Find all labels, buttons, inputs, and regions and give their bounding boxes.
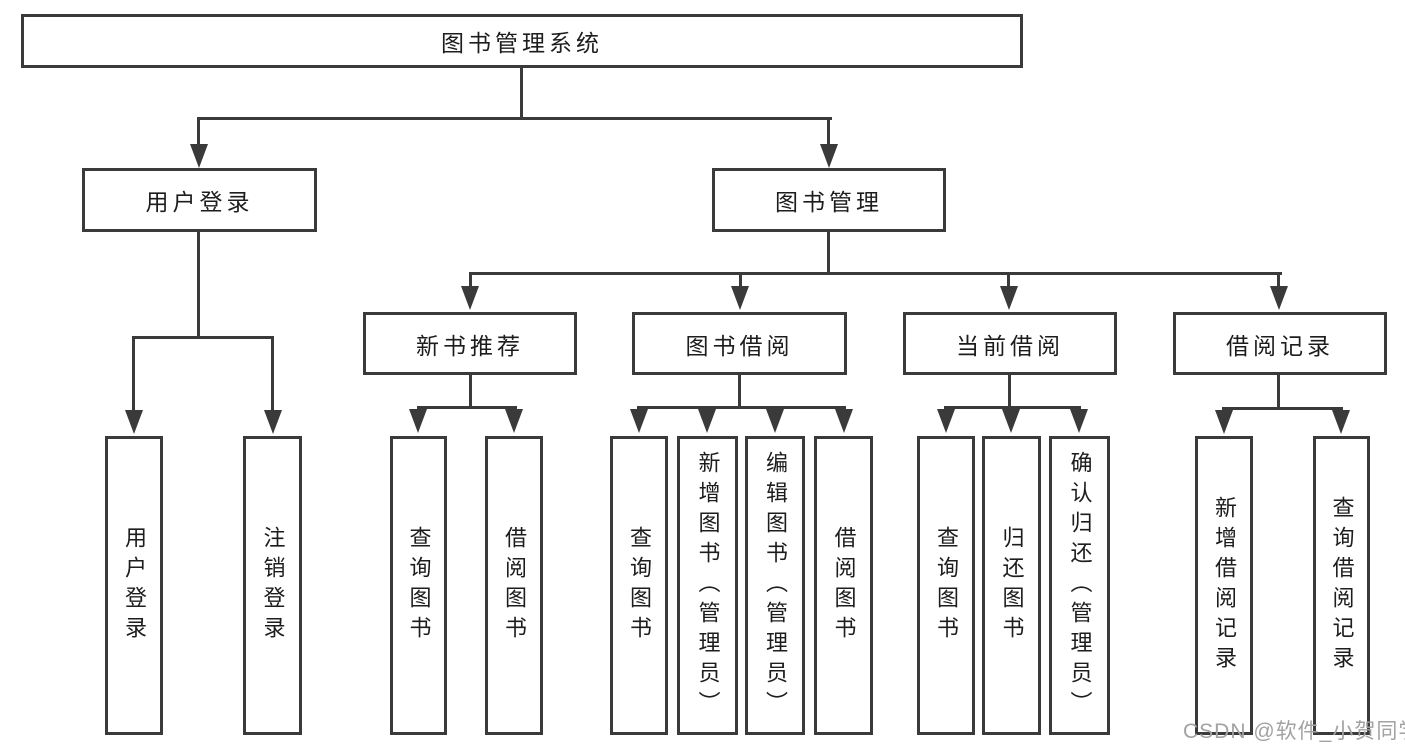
connector-drop bbox=[132, 336, 135, 412]
connector-level3-rail bbox=[469, 272, 1282, 275]
leaf-br-query-record-label: 查询借阅记录 bbox=[1329, 495, 1355, 676]
connector-drop bbox=[469, 272, 472, 288]
leaf-br-add-record-label: 新增借阅记录 bbox=[1212, 495, 1237, 676]
leaf-bb-edit-book: 编辑图书（管理员） bbox=[745, 436, 805, 735]
arrowhead-icon bbox=[1215, 410, 1233, 434]
connector-stem bbox=[1008, 375, 1011, 406]
connector-drop-book-mgmt bbox=[827, 117, 830, 147]
connector-rail bbox=[417, 406, 517, 409]
leaf-bb-query-book: 查询图书 bbox=[610, 436, 668, 735]
leaf-bb-borrow-book-label: 借阅图书 bbox=[831, 525, 857, 646]
arrowhead-icon bbox=[766, 409, 784, 433]
connector-root-stem bbox=[520, 68, 523, 117]
node-borrow-records: 借阅记录 bbox=[1173, 312, 1387, 375]
connector-drop bbox=[739, 272, 742, 288]
arrowhead-icon bbox=[835, 409, 853, 433]
arrowhead-icon bbox=[731, 286, 749, 310]
arrowhead-icon bbox=[461, 286, 479, 310]
leaf-cb-query-book-label: 查询图书 bbox=[934, 525, 959, 646]
leaf-cb-return-book-label: 归还图书 bbox=[999, 525, 1025, 646]
arrowhead-icon bbox=[1070, 409, 1088, 433]
connector-level2-rail bbox=[197, 117, 832, 120]
connector-book-mgmt-stem bbox=[827, 232, 830, 272]
leaf-nbr-query-book-label: 查询图书 bbox=[406, 525, 432, 646]
node-user-login-label: 用户登录 bbox=[145, 189, 254, 215]
leaf-bb-add-book: 新增图书（管理员） bbox=[677, 436, 738, 735]
leaf-user-login: 用户登录 bbox=[105, 436, 163, 735]
arrowhead-icon bbox=[1332, 410, 1350, 434]
node-root: 图书管理系统 bbox=[21, 14, 1023, 68]
connector-drop bbox=[1277, 272, 1280, 288]
leaf-nbr-borrow-book: 借阅图书 bbox=[485, 436, 543, 735]
leaf-cb-confirm-return-label: 确认归还（管理员） bbox=[1067, 450, 1093, 721]
leaf-user-login-label: 用户登录 bbox=[122, 525, 147, 646]
connector-user-login-stem bbox=[197, 232, 200, 336]
leaf-br-add-record: 新增借阅记录 bbox=[1195, 436, 1253, 735]
leaf-br-query-record: 查询借阅记录 bbox=[1313, 436, 1370, 735]
arrowhead-icon bbox=[409, 409, 427, 433]
leaf-bb-edit-book-label: 编辑图书（管理员） bbox=[763, 450, 788, 721]
node-root-label: 图书管理系统 bbox=[441, 30, 603, 56]
leaf-cb-return-book: 归还图书 bbox=[982, 436, 1041, 735]
leaf-logout-label: 注销登录 bbox=[260, 525, 286, 646]
arrowhead-icon bbox=[820, 144, 838, 168]
node-book-mgmt: 图书管理 bbox=[712, 168, 946, 232]
node-borrow-records-label: 借阅记录 bbox=[1226, 332, 1334, 359]
connector-user-login-rail bbox=[132, 336, 274, 339]
leaf-nbr-query-book: 查询图书 bbox=[390, 436, 447, 735]
arrowhead-icon bbox=[1002, 409, 1020, 433]
arrowhead-icon bbox=[1000, 286, 1018, 310]
leaf-cb-query-book: 查询图书 bbox=[917, 436, 975, 735]
leaf-bb-add-book-label: 新增图书（管理员） bbox=[695, 450, 721, 721]
arrowhead-icon bbox=[125, 410, 143, 434]
node-current-borrow: 当前借阅 bbox=[903, 312, 1117, 375]
arrowhead-icon bbox=[190, 144, 208, 168]
node-book-borrow-label: 图书借阅 bbox=[685, 332, 794, 359]
node-book-mgmt-label: 图书管理 bbox=[775, 189, 883, 215]
leaf-nbr-borrow-book-label: 借阅图书 bbox=[502, 525, 527, 646]
connector-stem bbox=[738, 375, 741, 406]
arrowhead-icon bbox=[698, 409, 716, 433]
node-book-borrow: 图书借阅 bbox=[632, 312, 847, 375]
node-new-book-rec: 新书推荐 bbox=[363, 312, 577, 375]
leaf-bb-borrow-book: 借阅图书 bbox=[814, 436, 873, 735]
arrowhead-icon bbox=[630, 409, 648, 433]
connector-rail bbox=[944, 406, 1081, 409]
connector-stem bbox=[1277, 375, 1280, 408]
connector-drop bbox=[271, 336, 274, 412]
connector-rail bbox=[1222, 407, 1343, 410]
leaf-cb-confirm-return: 确认归还（管理员） bbox=[1049, 436, 1110, 735]
leaf-bb-query-book-label: 查询图书 bbox=[627, 525, 652, 646]
csdn-watermark: CSDN @软件_小贺同学 bbox=[1183, 720, 1405, 743]
node-current-borrow-label: 当前借阅 bbox=[956, 332, 1064, 359]
arrowhead-icon bbox=[264, 410, 282, 434]
leaf-logout: 注销登录 bbox=[243, 436, 302, 735]
connector-drop bbox=[1007, 272, 1010, 288]
arrowhead-icon bbox=[1270, 286, 1288, 310]
arrowhead-icon bbox=[937, 409, 955, 433]
connector-drop-user-login bbox=[197, 117, 200, 147]
connector-rail bbox=[637, 406, 846, 409]
connector-stem bbox=[469, 375, 472, 406]
node-new-book-rec-label: 新书推荐 bbox=[416, 332, 524, 359]
node-user-login: 用户登录 bbox=[82, 168, 317, 232]
arrowhead-icon bbox=[505, 409, 523, 433]
